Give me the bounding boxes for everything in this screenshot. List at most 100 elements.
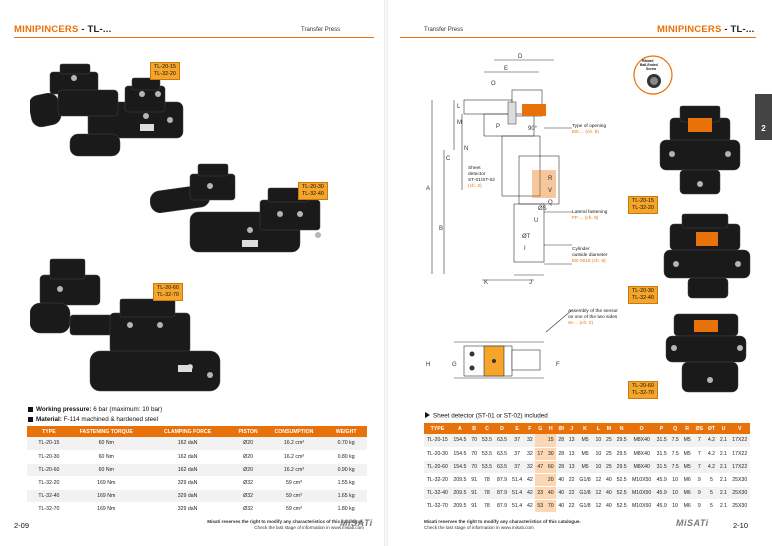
table-header-cell: L: [593, 423, 604, 434]
table-cell: TL-20-30: [27, 450, 71, 464]
product-photo-right-2: [660, 210, 754, 300]
table-cell: M5: [681, 460, 694, 474]
table-cell: 59 cm³: [262, 489, 326, 503]
section-label: Transfer Press: [301, 27, 341, 33]
table-cell: 51.4: [509, 473, 525, 487]
table-cell: 162 daN: [141, 450, 234, 464]
table-cell: 13: [566, 460, 577, 474]
screw-detail-callout: Ribbed Ball-Ended Screw: [632, 52, 674, 96]
table-cell: 13: [566, 447, 577, 461]
table-header-cell: ØI: [556, 423, 567, 434]
table-cell: 10: [593, 447, 604, 461]
table-cell: Ø32: [233, 489, 263, 503]
detail-label: Screw: [646, 67, 656, 71]
table-cell: 2.1: [717, 447, 730, 461]
table-cell: 7.5: [669, 434, 682, 448]
table-header-cell: P: [654, 423, 670, 434]
table-cell: M10X50: [629, 473, 655, 487]
table-header-cell: A: [450, 423, 469, 434]
table-cell: 70: [468, 460, 480, 474]
table-cell: G1/8: [576, 473, 594, 487]
brand-logo: MiSATi: [340, 518, 373, 528]
dimension-label: M: [457, 120, 462, 126]
table-cell: 25X30: [729, 473, 750, 487]
dimension-label: A: [426, 186, 430, 192]
table-cell: Ø20: [233, 463, 263, 477]
triangle-bullet-icon: [425, 412, 430, 418]
product-photo-right-3: [660, 306, 754, 396]
table-cell: 7: [693, 434, 706, 448]
table-cell: 70: [545, 499, 556, 513]
section-label: Transfer Press: [424, 27, 464, 33]
table-cell: 70: [468, 434, 480, 448]
table-cell: 60: [545, 460, 556, 474]
table-cell: 40: [603, 486, 615, 500]
table-cell: 53: [535, 499, 546, 513]
dimension-label: F: [556, 362, 560, 368]
dimension-label: O: [491, 81, 496, 87]
table-cell: 7: [693, 447, 706, 461]
dimension-label: P: [496, 124, 500, 130]
detail-label: Ribbed: [642, 59, 654, 63]
table-cell: 51.4: [509, 499, 525, 513]
dimension-label: H: [426, 362, 430, 368]
dimension-label: G: [452, 362, 457, 368]
table-cell: 2.1: [717, 460, 730, 474]
title-suffix: - TL-...: [78, 24, 112, 35]
dimension-label: I: [524, 246, 526, 252]
table-cell: 154.5: [450, 460, 469, 474]
table-cell: 5: [705, 499, 718, 513]
table-cell: 12: [593, 473, 604, 487]
table-cell: 4.2: [705, 447, 718, 461]
table-header-cell: ØS: [693, 423, 706, 434]
table-cell: 31.5: [654, 447, 670, 461]
table-cell: Ø20: [233, 450, 263, 464]
table-cell: 60 Nm: [70, 463, 142, 477]
table-cell: 25X30: [729, 486, 750, 500]
table-cell: 4.2: [705, 460, 718, 474]
dimension-label: R: [548, 176, 553, 182]
table-cell: 29.5: [614, 460, 630, 474]
table-cell: 10: [669, 486, 682, 500]
table-cell: 37: [509, 460, 525, 474]
dimension-label: V: [548, 188, 552, 194]
table-cell: G1/8: [576, 486, 594, 500]
table-cell: 42: [524, 486, 536, 500]
table-cell: 162 daN: [141, 437, 234, 451]
table-cell: 9: [693, 473, 706, 487]
table-cell: 16.2 cm³: [262, 437, 326, 451]
table-cell: 63.5: [494, 447, 510, 461]
table-cell: 45.9: [654, 486, 670, 500]
table-cell: 20: [545, 473, 556, 487]
table-cell: 63.5: [494, 460, 510, 474]
table-cell: 32: [524, 460, 536, 474]
table-cell: 59 cm³: [262, 502, 326, 516]
material-line: Material: F-114 machined & hardened stee…: [28, 416, 158, 423]
table-cell: M6: [681, 473, 694, 487]
table-header-cell: H: [545, 423, 556, 434]
table-cell: 59 cm³: [262, 476, 326, 490]
table-cell: 70: [468, 447, 480, 461]
table-cell: 16.2 cm³: [262, 463, 326, 477]
table-cell: 51.4: [509, 486, 525, 500]
table-cell: 91: [468, 499, 480, 513]
table-cell: 60 Nm: [70, 450, 142, 464]
table-cell: [535, 473, 546, 487]
table-cell: 7.5: [669, 460, 682, 474]
dimension-label: L: [457, 104, 461, 110]
table-cell: M5: [681, 434, 694, 448]
table-cell: 52.5: [614, 499, 630, 513]
table-cell: 15: [545, 434, 556, 448]
table-cell: 5: [705, 473, 718, 487]
